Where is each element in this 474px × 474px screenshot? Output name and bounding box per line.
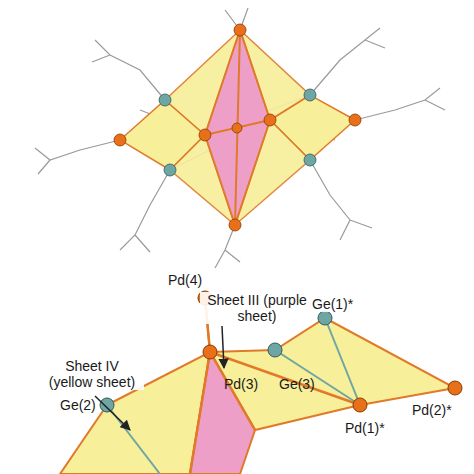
sheet-label: Sheet III (purple sheet) xyxy=(200,292,314,324)
atom-label: Pd(4) xyxy=(166,272,204,288)
atom-label: Ge(1)* xyxy=(310,296,355,312)
sheet-label: Sheet IV (yellow sheet) xyxy=(40,358,144,390)
atom-label: Pd(2)* xyxy=(410,402,454,418)
atom-label: Ge(3) xyxy=(277,376,317,392)
atom-label: Pd(3) xyxy=(222,376,260,392)
atom-label: Ge(2) xyxy=(58,397,98,413)
atom-label: Pd(1)* xyxy=(343,420,387,436)
